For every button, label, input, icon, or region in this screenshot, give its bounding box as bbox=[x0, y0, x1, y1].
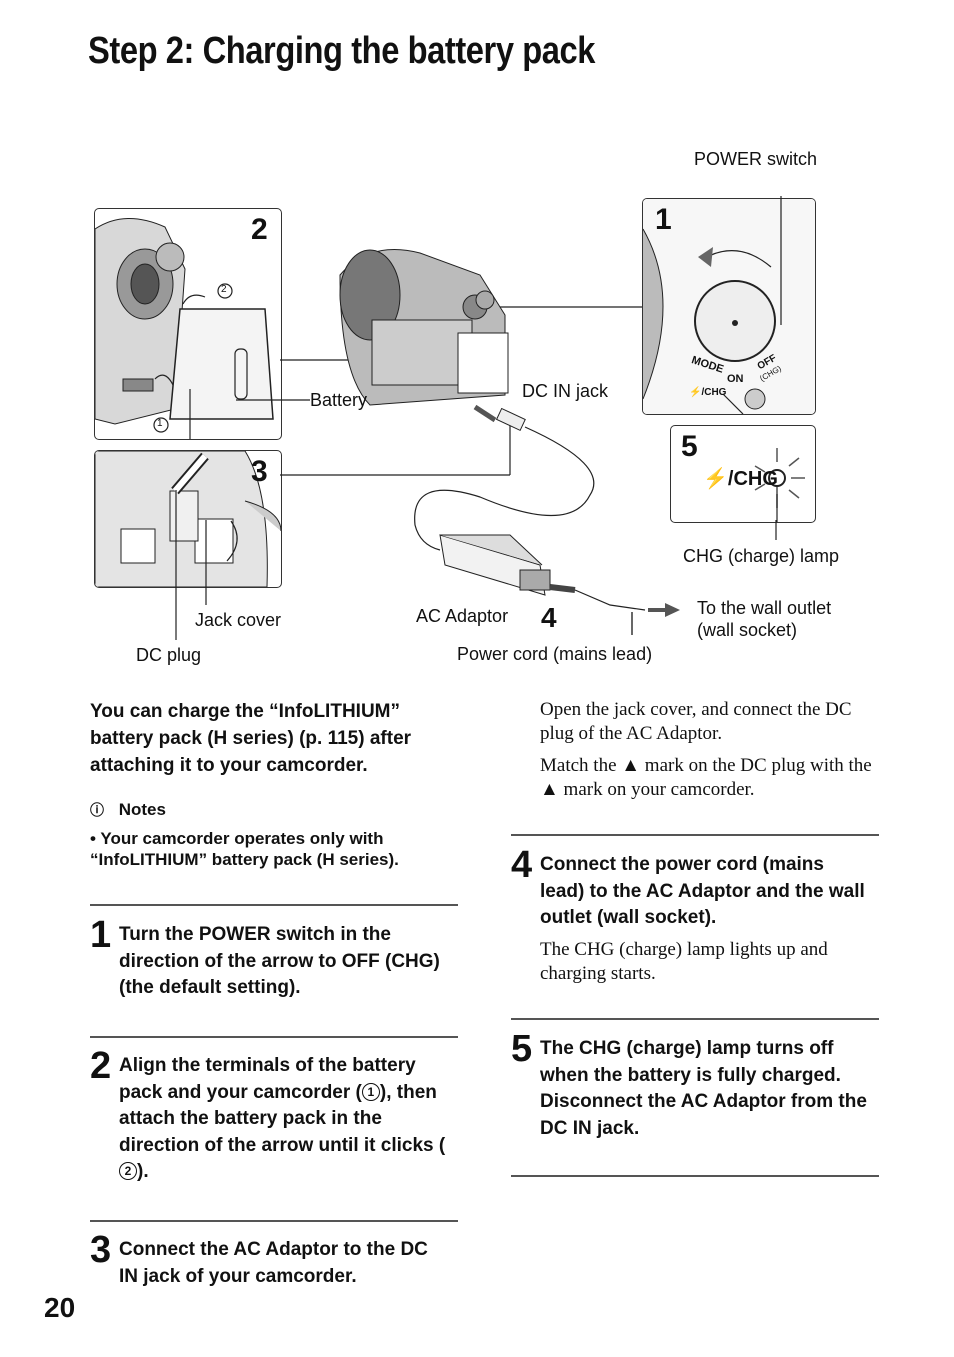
wall-socket-label: (wall socket) bbox=[697, 620, 798, 640]
circled-number: 1 bbox=[157, 418, 163, 429]
dc-in-jack-label: DC IN jack bbox=[522, 381, 609, 401]
notes-icon: ⓘ bbox=[90, 802, 104, 818]
notes-heading: ⓘ Notes bbox=[90, 800, 166, 819]
intro-paragraph: You can charge the “InfoLITHIUM” battery… bbox=[90, 701, 412, 776]
leader-lines bbox=[175, 196, 782, 640]
power-switch-label: POWER switch bbox=[694, 149, 818, 169]
circled-number: 2 bbox=[221, 284, 227, 295]
step-4-description: The CHG (charge) lamp lights up and char… bbox=[540, 939, 828, 984]
panel-power-switch: 1 MODE ON OFF (CHG) ⚡/CHG bbox=[642, 198, 816, 415]
wall-outlet-label: To the wall outlet bbox=[697, 598, 832, 618]
chg-switch-marking: ⚡/CHG bbox=[689, 387, 727, 398]
step-text: The CHG (charge) lamp turns off when the… bbox=[540, 1038, 867, 1139]
step-number: 4 bbox=[511, 844, 533, 886]
step-number: 3 bbox=[90, 1229, 112, 1271]
jack-cover-illustration bbox=[95, 451, 281, 587]
panel-number: 4 bbox=[541, 602, 557, 633]
ac-adaptor-label: AC Adaptor bbox=[416, 606, 509, 626]
circled-number: 2 bbox=[119, 1162, 137, 1180]
battery-attach-illustration bbox=[95, 218, 274, 439]
step-3-paragraph-2: Match the ▲ mark on the DC plug with the… bbox=[540, 755, 872, 800]
notes-item: • Your camcorder operates only with “Inf… bbox=[90, 829, 399, 869]
chg-lamp-label: CHG (charge) lamp bbox=[683, 546, 840, 566]
step-number: 5 bbox=[511, 1028, 533, 1070]
divider bbox=[511, 834, 879, 836]
circled-number: 1 bbox=[361, 1082, 380, 1101]
step-text: Turn the POWER switch in the direction o… bbox=[119, 924, 440, 998]
divider bbox=[90, 1220, 458, 1222]
power-cord-label: Power cord (mains lead) bbox=[457, 644, 653, 664]
step-number: 1 bbox=[90, 914, 112, 956]
step-number: 2 bbox=[90, 1045, 112, 1087]
panel-number: 1 bbox=[655, 203, 672, 236]
panel-number: 3 bbox=[251, 455, 268, 488]
jack-cover-label: Jack cover bbox=[195, 610, 282, 630]
step-3-paragraph-1: Open the jack cover, and connect the DC … bbox=[540, 699, 852, 744]
on-marking: ON bbox=[727, 373, 744, 385]
camcorder-adaptor-illustration bbox=[280, 249, 680, 635]
power-switch-illustration bbox=[643, 199, 815, 414]
divider bbox=[511, 1018, 879, 1020]
divider bbox=[90, 1036, 458, 1038]
step-text: Connect the AC Adaptor to the DC IN jack… bbox=[119, 1239, 428, 1287]
chg-lamp-marking: ⚡/CHG bbox=[703, 468, 778, 490]
step-text: Align the terminals of the battery pack … bbox=[119, 1055, 446, 1182]
chg-lamp-illustration bbox=[754, 448, 805, 522]
panel-number: 2 bbox=[251, 213, 268, 246]
page-number: 20 bbox=[44, 1292, 76, 1323]
panel-number: 5 bbox=[681, 430, 698, 463]
battery-label: Battery bbox=[310, 390, 368, 410]
dc-plug-label: DC plug bbox=[136, 645, 202, 665]
divider bbox=[511, 1175, 879, 1177]
panel-chg-lamp: 5 ⚡/CHG bbox=[670, 425, 816, 523]
panel-jack-cover: 3 bbox=[94, 450, 282, 588]
divider bbox=[90, 904, 458, 906]
panel-battery-attach: 2 2 1 bbox=[94, 208, 282, 440]
step-text: Connect the power cord (mains lead) to t… bbox=[540, 854, 865, 928]
page-title: Step 2: Charging the battery pack bbox=[88, 30, 595, 72]
